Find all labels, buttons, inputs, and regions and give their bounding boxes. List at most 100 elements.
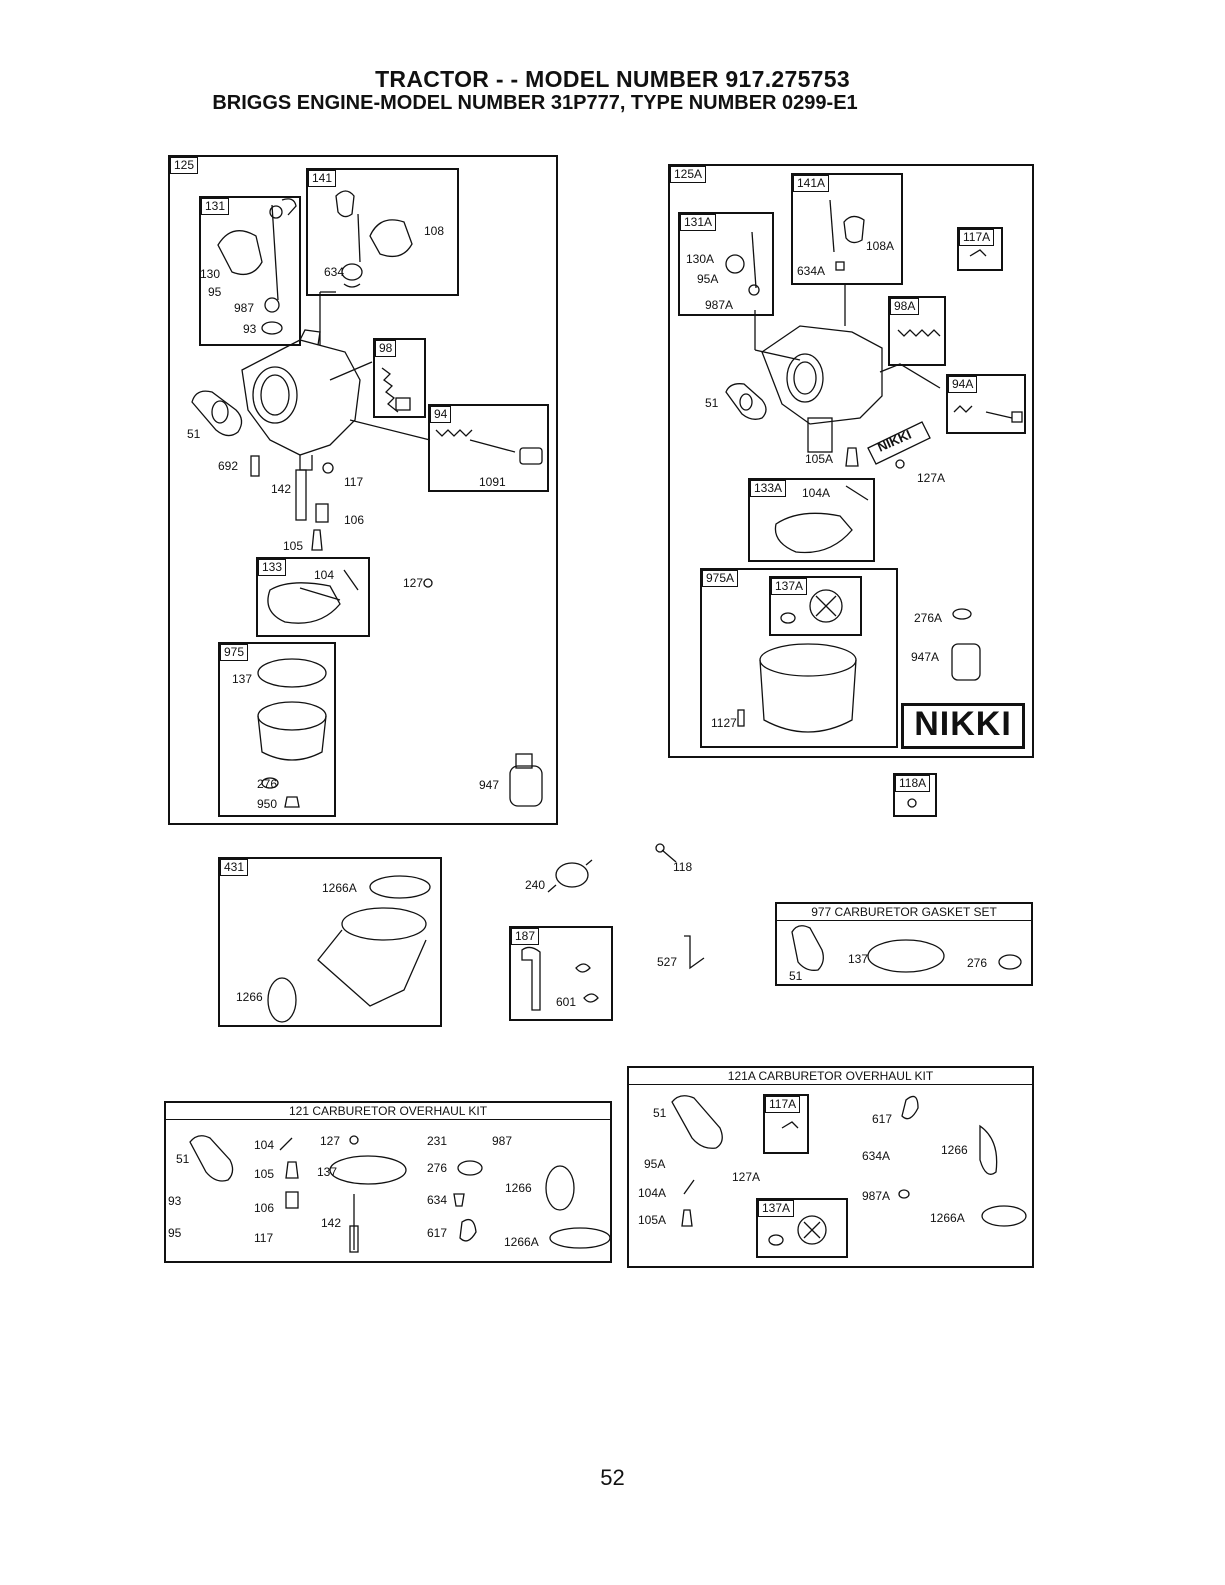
part-105A: 105A <box>805 452 834 466</box>
assembly-133A-box <box>748 478 875 562</box>
tag-98: 98 <box>375 340 397 357</box>
assembly-131A-box <box>678 212 774 316</box>
part-95: 95 <box>208 285 222 299</box>
kit121-part-95: 95 <box>168 1226 182 1240</box>
part-276: 276 <box>257 777 278 791</box>
kit-121-box: 121 CARBURETOR OVERHAUL KIT <box>164 1101 612 1263</box>
tag-94A: 94A <box>948 376 978 393</box>
tag-431: 431 <box>220 859 249 876</box>
kit-121-title: 121 CARBURETOR OVERHAUL KIT <box>166 1103 610 1120</box>
part-240: 240 <box>525 878 546 892</box>
kit121-part-104: 104 <box>254 1138 275 1152</box>
tag-141: 141 <box>308 170 337 187</box>
tag-131A: 131A <box>680 214 717 231</box>
kit121A-part-127A: 127A <box>732 1170 761 1184</box>
assembly-98-box <box>373 338 426 418</box>
assembly-141A-box <box>791 173 903 285</box>
part-95A: 95A <box>697 272 719 286</box>
part-1127: 1127 <box>711 716 737 730</box>
part-105: 105 <box>283 539 304 553</box>
assembly-975-box <box>218 642 336 817</box>
assembly-94-box <box>428 404 549 492</box>
gasket-part-51: 51 <box>789 969 803 983</box>
tag-137A: 137A <box>771 578 808 595</box>
gasket-part-276: 276 <box>967 956 988 970</box>
kit121A-part-987A: 987A <box>862 1189 891 1203</box>
part-130: 130 <box>200 267 221 281</box>
kit121A-tag-117A: 117A <box>765 1096 801 1113</box>
part-692: 692 <box>218 459 239 473</box>
kit121-part-117: 117 <box>254 1231 274 1245</box>
page-subtitle: BRIGGS ENGINE-MODEL NUMBER 31P777, TYPE … <box>212 92 858 114</box>
part-104A: 104A <box>802 486 831 500</box>
kit121-part-634: 634 <box>427 1193 448 1207</box>
part-137: 137 <box>232 672 253 686</box>
tag-125: 125 <box>170 157 199 174</box>
part-108A: 108A <box>866 239 895 253</box>
kit121A-part-104A: 104A <box>638 1186 667 1200</box>
tag-98A: 98A <box>890 298 920 315</box>
kit121-part-987: 987 <box>492 1134 513 1148</box>
part-108: 108 <box>424 224 445 238</box>
assembly-975A-box <box>700 568 898 748</box>
part-130A: 130A <box>686 252 715 266</box>
part-104: 104 <box>314 568 335 582</box>
kit121A-part-95A: 95A <box>644 1157 666 1171</box>
page-number: 52 <box>600 1465 625 1490</box>
gasket-set-title: 977 CARBURETOR GASKET SET <box>777 904 1031 921</box>
kit121A-part-51: 51 <box>653 1106 667 1120</box>
part-947A: 947A <box>911 650 940 664</box>
kit121A-part-1266A: 1266A <box>930 1211 965 1225</box>
page-title: TRACTOR - - MODEL NUMBER 917.275753 <box>375 66 850 92</box>
part-634: 634 <box>324 265 345 279</box>
kit121-part-93: 93 <box>168 1194 182 1208</box>
tag-133A: 133A <box>750 480 787 497</box>
kit121-part-617: 617 <box>427 1226 448 1240</box>
part-1091: 1091 <box>479 475 506 489</box>
part-118: 118 <box>673 860 693 874</box>
part-987: 987 <box>234 301 255 315</box>
assembly-133-box <box>256 557 370 637</box>
assembly-141-box <box>306 168 459 296</box>
part-947: 947 <box>479 778 500 792</box>
assembly-187-box <box>509 926 613 1021</box>
kit121A-part-105A: 105A <box>638 1213 667 1227</box>
assembly-117A-box <box>957 227 1003 271</box>
part-527: 527 <box>657 955 678 969</box>
tag-187: 187 <box>511 928 540 945</box>
assembly-118A-box <box>893 773 937 817</box>
kit121A-part-1266: 1266 <box>941 1143 968 1157</box>
part-93: 93 <box>243 322 257 336</box>
part-51: 51 <box>187 427 201 441</box>
kit121-part-142: 142 <box>321 1216 342 1230</box>
tag-975A: 975A <box>702 570 739 587</box>
kit121-part-127: 127 <box>320 1134 341 1148</box>
assembly-431-box <box>218 857 442 1027</box>
kit121-part-105: 105 <box>254 1167 275 1181</box>
kit121A-part-617: 617 <box>872 1112 893 1126</box>
tag-975: 975 <box>220 644 249 661</box>
gasket-part-137: 137 <box>848 952 869 966</box>
part-950: 950 <box>257 797 278 811</box>
tag-125A: 125A <box>670 166 707 183</box>
assembly-137A-box <box>769 576 862 636</box>
tag-133: 133 <box>258 559 287 576</box>
part-127: 127 <box>403 576 424 590</box>
kit121A-117A-box <box>763 1094 809 1154</box>
part-276A: 276A <box>914 611 943 625</box>
kit121-part-106: 106 <box>254 1201 275 1215</box>
tag-141A: 141A <box>793 175 830 192</box>
assembly-94A-box <box>946 374 1026 434</box>
nikki-brand-label: NIKKI <box>901 703 1025 749</box>
kit121-part-276: 276 <box>427 1161 448 1175</box>
tag-118A: 118A <box>895 775 931 792</box>
kit121-part-51: 51 <box>176 1152 190 1166</box>
kit-121A-title: 121A CARBURETOR OVERHAUL KIT <box>629 1068 1032 1085</box>
part-601: 601 <box>556 995 577 1009</box>
part-1266: 1266 <box>236 990 263 1004</box>
kit121A-137A-box <box>756 1198 848 1258</box>
tag-94: 94 <box>430 406 452 423</box>
kit121A-tag-137A: 137A <box>758 1200 795 1217</box>
kit121-part-1266: 1266 <box>505 1181 532 1195</box>
gasket-set-box: 977 CARBURETOR GASKET SET <box>775 902 1033 986</box>
